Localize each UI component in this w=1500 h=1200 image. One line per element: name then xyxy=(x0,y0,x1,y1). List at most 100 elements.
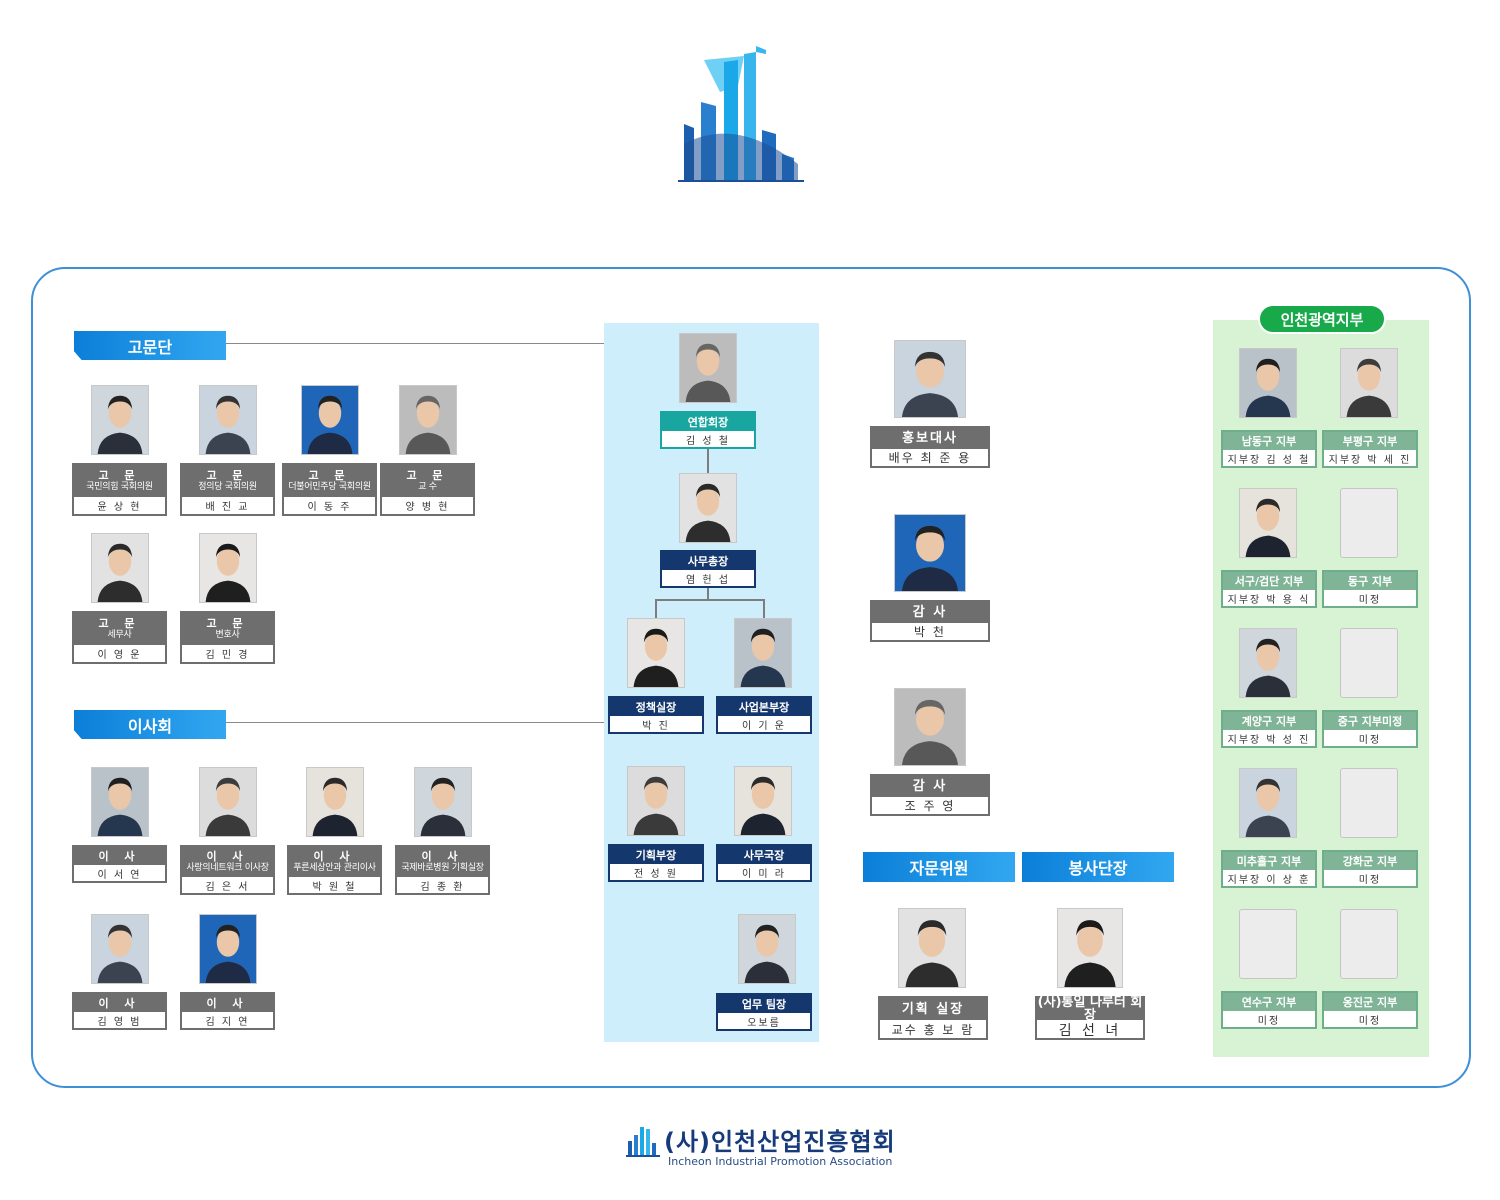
role-label: 이 사 xyxy=(421,850,464,863)
advisor-photo xyxy=(301,385,359,455)
role-label: 업무 팀장 xyxy=(741,997,787,1011)
person-silhouette-icon xyxy=(1240,489,1296,557)
branch-head-photo xyxy=(1340,768,1398,838)
person-silhouette-icon xyxy=(739,915,795,983)
affiliation-label: 국민의힘 국회의원 xyxy=(86,482,153,492)
person-silhouette-icon xyxy=(302,386,358,454)
person-name: 양 병 현 xyxy=(405,502,450,513)
person-name: 지부장 박 용 식 xyxy=(1227,594,1311,606)
org-chart-frame xyxy=(31,267,1471,1088)
affiliation-label: 세무사 xyxy=(107,630,132,640)
advisors-banner: 고문단 xyxy=(74,331,226,360)
person-name: 전 성 원 xyxy=(634,868,678,880)
person-name: 김 은 서 xyxy=(205,881,250,893)
board-member-photo xyxy=(306,767,364,837)
board-member-photo xyxy=(91,914,149,984)
role-label: 사무국장 xyxy=(743,848,785,862)
person-name: 지부장 이 상 훈 xyxy=(1227,874,1311,886)
affiliation-label: 푸른세상안과 관리이사 xyxy=(293,863,376,873)
branch-head-photo xyxy=(1340,628,1398,698)
person-name: 지부장 박 성 진 xyxy=(1227,734,1311,746)
role-label: 부평구 지부 xyxy=(1342,434,1398,448)
person-silhouette-icon xyxy=(200,768,256,836)
role-label: 이 사 xyxy=(98,996,141,1010)
person-name: 교수 홍 보 람 xyxy=(891,1022,975,1037)
role-label: 사업본부장 xyxy=(738,700,790,714)
association-logo xyxy=(676,46,806,186)
branch-head-photo xyxy=(1340,348,1398,418)
person-name: 박 원 철 xyxy=(312,881,357,893)
person-name: 미정 xyxy=(1358,874,1382,886)
chairman-connector xyxy=(707,449,709,473)
person-silhouette-icon xyxy=(735,767,791,835)
person-name: 박 천 xyxy=(914,625,946,639)
role-label: 고 문 xyxy=(308,469,351,482)
consultant-photo xyxy=(898,908,966,988)
role-label: 정책실장 xyxy=(635,700,677,714)
volunteer-leader-photo xyxy=(1057,908,1123,988)
advisor-photo xyxy=(91,385,149,455)
person-silhouette-icon xyxy=(200,386,256,454)
branch-split-connector xyxy=(655,599,765,601)
branch-head-photo xyxy=(1239,348,1297,418)
role-label: 감 사 xyxy=(912,779,948,794)
person-silhouette-icon xyxy=(415,768,471,836)
role-label: 중구 지부미정 xyxy=(1337,714,1403,728)
person-name: 조 주 영 xyxy=(904,799,956,813)
branch-head-photo xyxy=(1340,909,1398,979)
planning-manager-photo xyxy=(627,766,685,836)
branch-head-photo xyxy=(1239,628,1297,698)
role-label: 기획 실장 xyxy=(901,1001,965,1017)
affiliation-label: 교 수 xyxy=(418,482,437,492)
role-label: 고 문 xyxy=(206,617,249,630)
person-silhouette-icon xyxy=(1058,909,1122,987)
role-label: 서구/검단 지부 xyxy=(1234,574,1304,588)
person-name: 미정 xyxy=(1257,1015,1281,1027)
person-silhouette-icon xyxy=(895,689,965,765)
person-name: 미정 xyxy=(1358,734,1382,746)
person-silhouette-icon xyxy=(400,386,456,454)
person-silhouette-icon xyxy=(895,515,965,591)
role-label: 계양구 지부 xyxy=(1241,714,1297,728)
person-silhouette-icon xyxy=(628,767,684,835)
person-name: 오보름 xyxy=(747,1017,781,1029)
role-label: 이 사 xyxy=(206,850,249,863)
affiliation-label: 더불어민주당 국회의원 xyxy=(288,482,371,492)
role-label: 홍보대사 xyxy=(902,431,958,446)
footer-org-name: (사)인천산업진흥협회 xyxy=(664,1128,896,1156)
person-silhouette-icon xyxy=(895,341,965,417)
role-label: 미추홀구 지부 xyxy=(1236,854,1302,868)
chairman-photo xyxy=(679,333,737,403)
board-member-photo xyxy=(199,767,257,837)
person-silhouette-icon xyxy=(1240,629,1296,697)
right-drop-connector xyxy=(763,599,765,619)
affiliation-label: 사랑의네트워크 이사장 xyxy=(186,863,269,873)
board-banner: 이사회 xyxy=(74,710,226,739)
advisor-photo xyxy=(199,385,257,455)
person-name: 김 종 환 xyxy=(420,881,465,893)
ambassador-photo xyxy=(894,340,966,418)
person-name: 이 기 운 xyxy=(742,720,786,732)
role-label: 감 사 xyxy=(912,605,948,620)
person-silhouette-icon xyxy=(92,768,148,836)
consultant-banner: 자문위원 xyxy=(863,852,1015,882)
policy-chief-photo xyxy=(627,618,685,688)
person-silhouette-icon xyxy=(680,474,736,542)
branch-head-photo xyxy=(1239,909,1297,979)
footer-org-name-en: Incheon Industrial Promotion Association xyxy=(668,1155,893,1168)
